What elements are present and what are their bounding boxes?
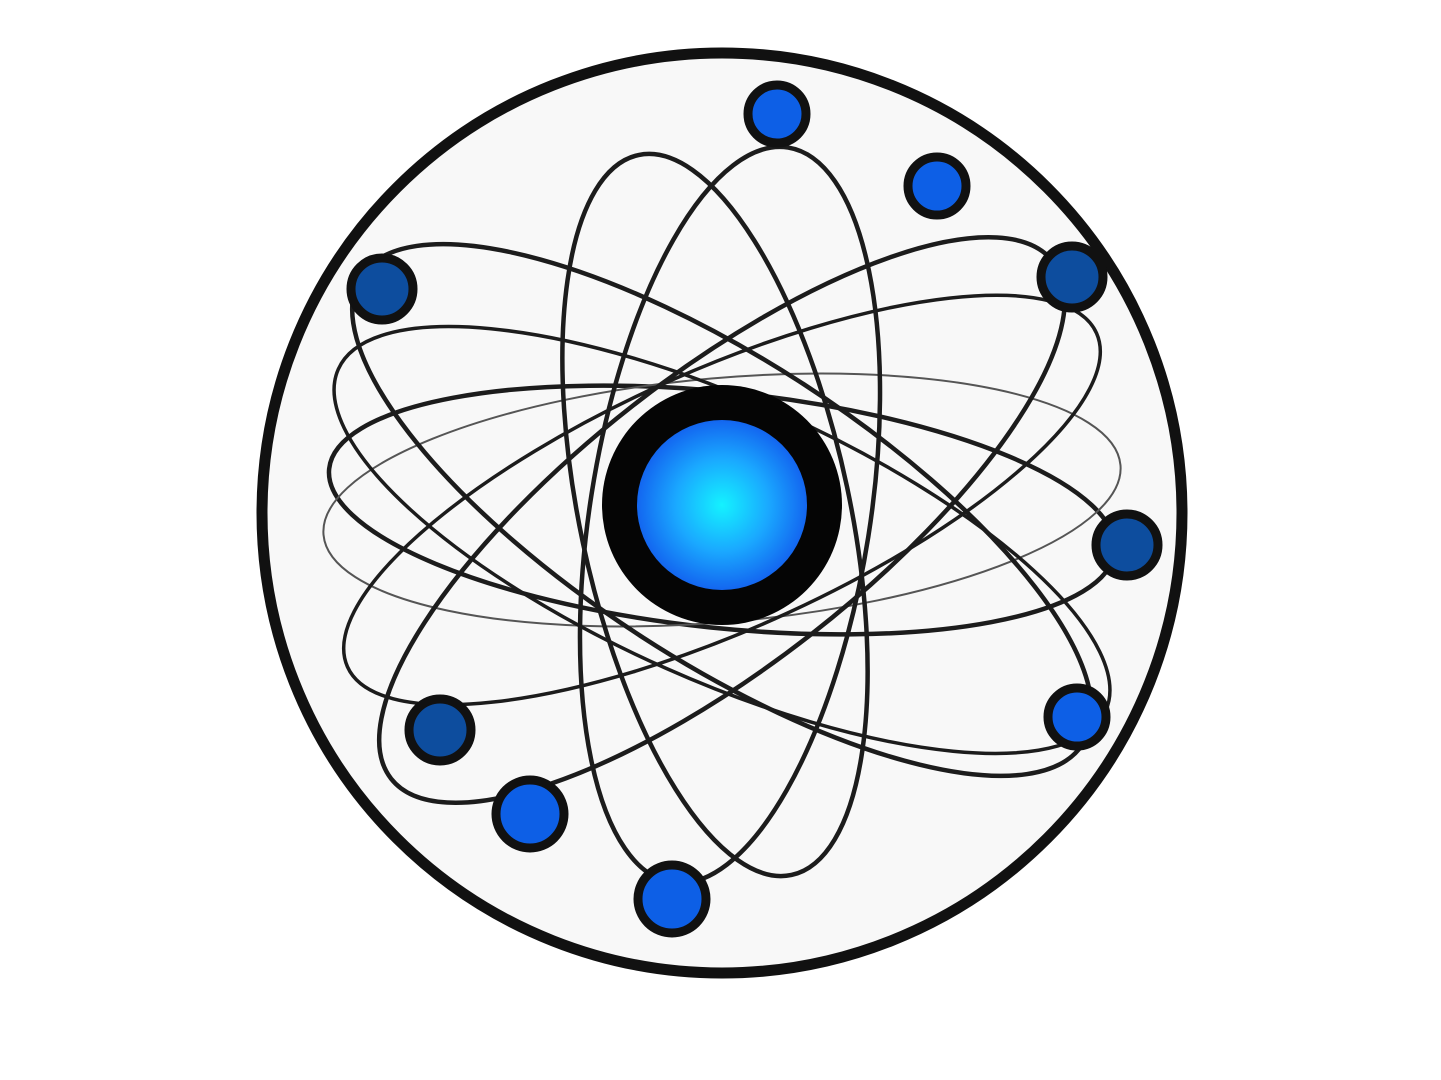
electron-icon bbox=[743, 80, 811, 148]
orbit-vertical-left bbox=[560, 151, 870, 879]
electrons-group bbox=[346, 80, 1163, 938]
nucleus-icon bbox=[602, 385, 842, 625]
electron-icon bbox=[404, 694, 476, 766]
electron-icon bbox=[1043, 683, 1111, 751]
electron-icon bbox=[1036, 241, 1108, 313]
electron-icon bbox=[491, 775, 569, 853]
electron-icon bbox=[346, 253, 418, 325]
electron-icon bbox=[903, 152, 971, 220]
electron-icon bbox=[1091, 509, 1163, 581]
orbit-upper-sweep bbox=[341, 293, 1103, 707]
electron-icon bbox=[633, 860, 711, 938]
